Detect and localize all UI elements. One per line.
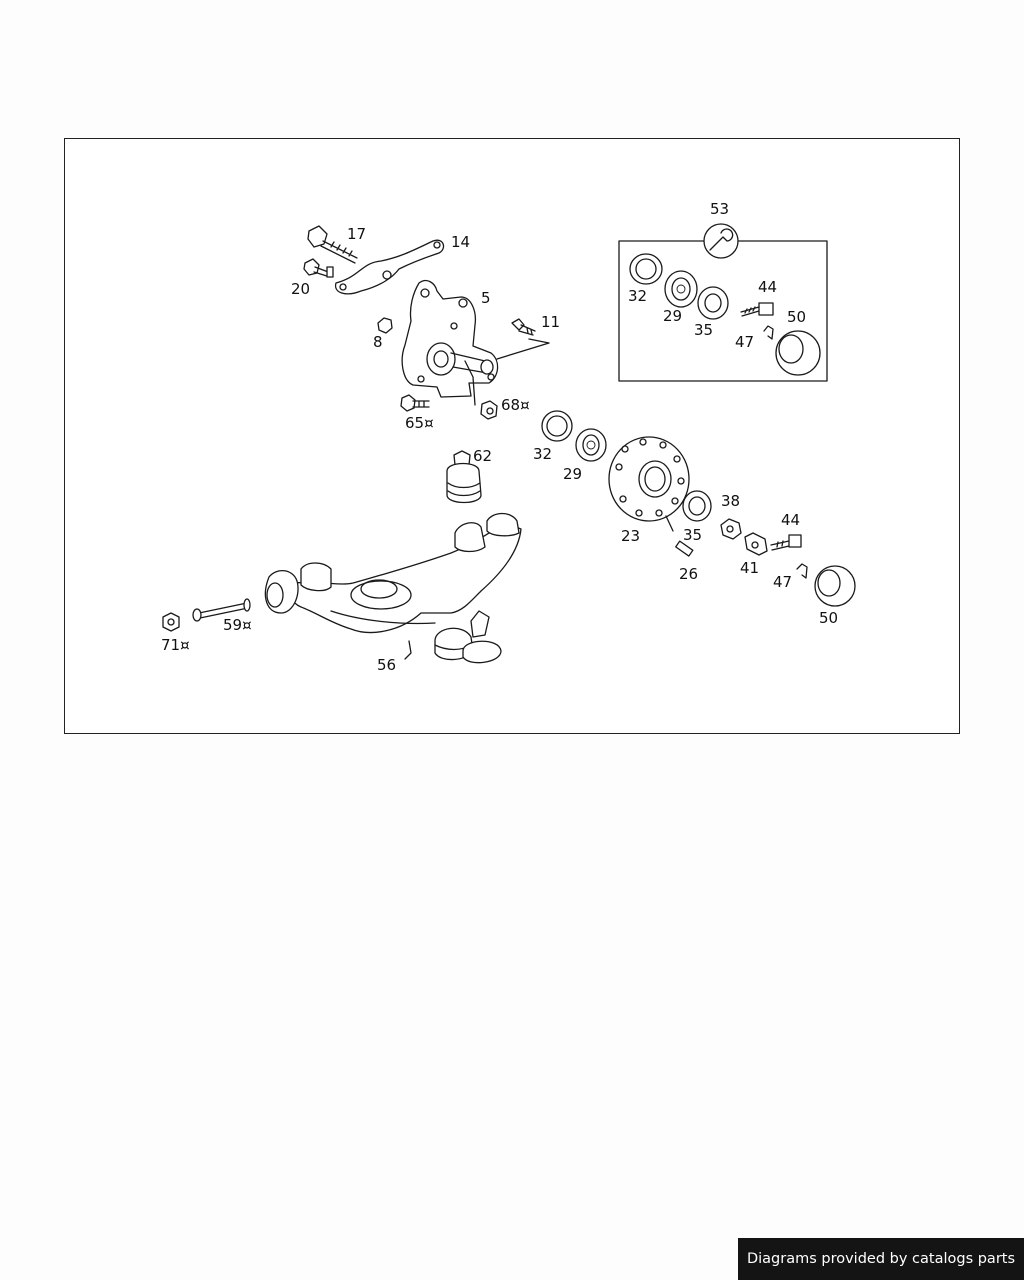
callout-50-kit: 50 (787, 308, 806, 326)
clip-47 (796, 563, 808, 579)
callout-71: 71¤ (161, 636, 190, 654)
callout-59: 59¤ (223, 616, 252, 634)
callout-35: 35 (683, 526, 702, 544)
callout-68: 68¤ (501, 396, 530, 414)
washer-38 (720, 518, 742, 540)
dowel-pin-26 (665, 515, 694, 557)
kit-seal-ring (629, 253, 663, 285)
seal-ring-32 (541, 410, 573, 442)
callout-32: 32 (533, 445, 552, 463)
bolt-65 (400, 394, 430, 412)
pivot-bolt-59 (192, 598, 251, 622)
callout-29-kit: 29 (663, 307, 682, 325)
callout-8: 8 (373, 333, 383, 351)
clamp-nut-41 (744, 532, 768, 556)
kit-grease-cap (775, 330, 821, 376)
wheel-hub-23 (608, 436, 690, 522)
wrench-icon (703, 223, 739, 259)
kit-clip (763, 325, 774, 340)
kit-bearing-inner (664, 270, 698, 308)
callout-26: 26 (679, 565, 698, 583)
kit-bearing-outer (697, 286, 729, 320)
callout-47: 47 (773, 573, 792, 591)
callout-29: 29 (563, 465, 582, 483)
callout-62: 62 (473, 447, 492, 465)
nut-71 (162, 612, 180, 632)
ball-joint-62 (446, 450, 482, 504)
callout-5: 5 (481, 289, 491, 307)
bolt-17 (307, 225, 358, 264)
callout-65: 65¤ (405, 414, 434, 432)
callout-47-kit: 47 (735, 333, 754, 351)
callout-38: 38 (721, 492, 740, 510)
grease-fitting-11 (496, 318, 550, 360)
callout-32-kit: 32 (628, 287, 647, 305)
bearing-35 (682, 490, 712, 522)
bolt-20 (303, 258, 334, 278)
callout-41: 41 (740, 559, 759, 577)
bolt-44 (770, 534, 802, 551)
credit-banner[interactable]: Diagrams provided by catalogs parts (738, 1238, 1024, 1280)
nut-8 (377, 317, 393, 334)
callout-17: 17 (347, 225, 366, 243)
kit-bolt (740, 302, 774, 317)
parts-diagram-frame: 17 14 20 5 8 11 65¤ 68¤ 62 32 29 23 35 3… (64, 138, 960, 734)
callout-56: 56 (377, 656, 396, 674)
callout-53: 53 (710, 200, 729, 218)
bearing-29 (575, 428, 607, 462)
grease-cap-50 (814, 565, 856, 607)
callout-14: 14 (451, 233, 470, 251)
lower-control-arm-56 (264, 512, 522, 664)
callout-44: 44 (781, 511, 800, 529)
steering-arm-14 (334, 239, 445, 295)
callout-44-kit: 44 (758, 278, 777, 296)
callout-20: 20 (291, 280, 310, 298)
steering-knuckle-5 (401, 279, 499, 406)
callout-11: 11 (541, 313, 560, 331)
front-axle-exploded-diagram: 17 14 20 5 8 11 65¤ 68¤ 62 32 29 23 35 3… (161, 200, 856, 674)
callout-23: 23 (621, 527, 640, 545)
nut-68 (480, 400, 498, 420)
callout-50: 50 (819, 609, 838, 627)
repair-kit-inset (618, 223, 828, 382)
callout-35-kit: 35 (694, 321, 713, 339)
